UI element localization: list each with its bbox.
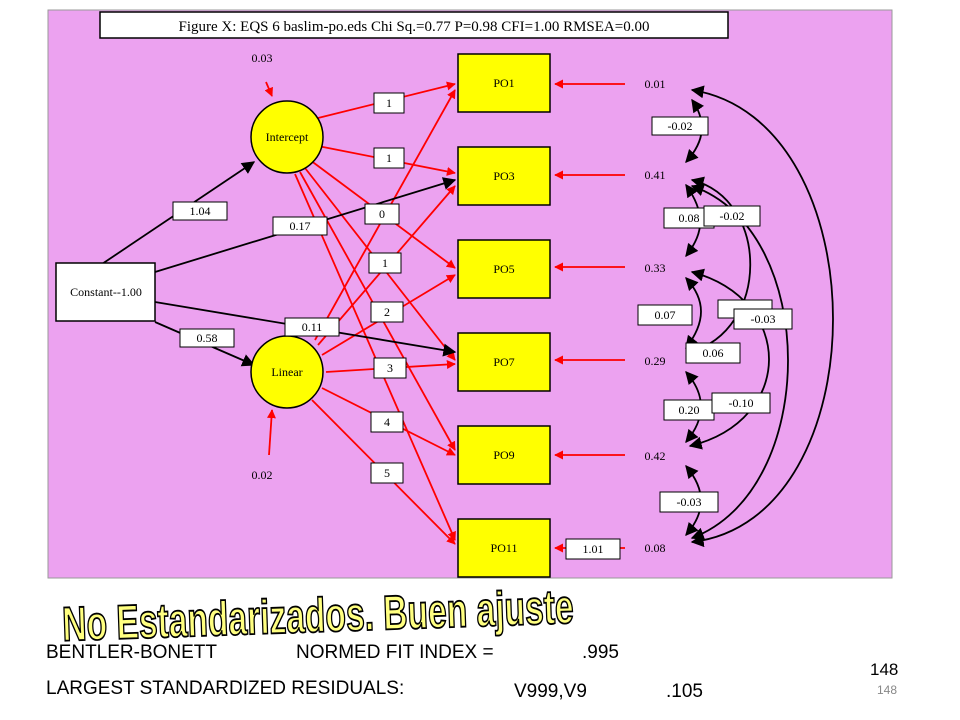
label-box bbox=[364, 203, 400, 225]
cov-label-1: -0.02 bbox=[668, 119, 693, 133]
path-label-constant-po7: 0.11 bbox=[302, 320, 323, 334]
label-box bbox=[659, 491, 719, 513]
figure-title: Figure X: EQS 6 baslim-po.eds Chi Sq.=0.… bbox=[179, 19, 650, 35]
observed-label: PO9 bbox=[493, 448, 514, 462]
cov-label-3: -0.02 bbox=[720, 209, 745, 223]
observed-label: PO1 bbox=[493, 76, 514, 90]
label-box bbox=[711, 392, 771, 414]
label-box bbox=[373, 147, 405, 169]
error-variance-po5: 0.33 bbox=[645, 261, 666, 275]
cov-arc-7 bbox=[688, 268, 770, 450]
loading-label-linear-po1: 0 bbox=[379, 207, 385, 221]
cov-label-6: 0.06 bbox=[703, 346, 724, 360]
loading-label-intercept-po3: 1 bbox=[386, 151, 392, 165]
loading-label-linear-po5: 2 bbox=[384, 305, 390, 319]
label-box bbox=[370, 301, 404, 323]
loading-label-linear-po3: 1 bbox=[382, 256, 388, 270]
error-variance-po7: 0.29 bbox=[645, 354, 666, 368]
path-intercept-variance bbox=[264, 81, 273, 97]
label-box bbox=[368, 252, 402, 274]
residuals-label: LARGEST STANDARDIZED RESIDUALS: bbox=[46, 678, 405, 699]
observed-po3: PO3 bbox=[457, 146, 551, 206]
observed-label: PO3 bbox=[493, 169, 514, 183]
error-variance-po3: 0.41 bbox=[645, 168, 666, 182]
cov-label-5: -0.03 bbox=[751, 312, 776, 326]
label-box bbox=[370, 411, 404, 433]
path-label-constant-intercept: 1.04 bbox=[190, 204, 211, 218]
observed-label: PO11 bbox=[491, 541, 518, 555]
error-variance-po11: 0.08 bbox=[645, 541, 666, 555]
bentler-label: BENTLER-BONETT bbox=[46, 642, 218, 663]
cov-label-8: -0.10 bbox=[729, 396, 754, 410]
constant-node bbox=[55, 262, 156, 322]
residual-value: .105 bbox=[666, 681, 703, 702]
error-variance-po9: 0.42 bbox=[645, 449, 666, 463]
label-box bbox=[637, 304, 693, 326]
observed-label: PO5 bbox=[493, 262, 514, 276]
label-box bbox=[565, 538, 621, 560]
label-box bbox=[703, 205, 761, 227]
latent-linear-label: Linear bbox=[271, 365, 302, 379]
loading-label-intercept-po1: 1 bbox=[386, 96, 392, 110]
heading-banner: No Estandarizados. Buen ajuste bbox=[61, 578, 576, 648]
label-box bbox=[272, 216, 328, 236]
cov-label-4: 0.07 bbox=[655, 308, 676, 322]
linear-variance-label: 0.02 bbox=[252, 468, 273, 482]
slide-number-small: 148 bbox=[877, 683, 898, 697]
heading-text: No Estandarizados. Buen ajuste bbox=[61, 579, 574, 648]
cov-arc-9 bbox=[690, 85, 834, 548]
cov-arc-6 bbox=[688, 176, 752, 356]
residual-vars: V999,V9 bbox=[514, 681, 587, 702]
observed-po9: PO9 bbox=[457, 425, 551, 485]
loading-label-linear-po7: 3 bbox=[387, 361, 393, 375]
intercept-variance-label: 0.03 bbox=[252, 51, 273, 65]
observed-po1: PO1 bbox=[457, 53, 551, 113]
loading-label-linear-po9: 4 bbox=[384, 415, 390, 429]
path-label-po11: 1.01 bbox=[583, 542, 604, 556]
constant-label: Constant--1.00 bbox=[70, 285, 142, 299]
label-box bbox=[172, 201, 228, 221]
latent-intercept-label: Intercept bbox=[266, 130, 309, 144]
path-label-constant-linear: 0.58 bbox=[197, 331, 218, 345]
label-box bbox=[284, 317, 340, 337]
label-box bbox=[373, 92, 405, 114]
label-box bbox=[685, 342, 741, 364]
error-variance-po1: 0.01 bbox=[645, 77, 666, 91]
observed-po7: PO7 bbox=[457, 332, 551, 392]
observed-po11: PO11 bbox=[457, 518, 551, 578]
observed-label: PO7 bbox=[493, 355, 514, 369]
cov-label-7: 0.20 bbox=[679, 403, 700, 417]
nfi-label: NORMED FIT INDEX = bbox=[296, 642, 494, 663]
nfi-value: .995 bbox=[582, 642, 619, 663]
cov-label-9: -0.03 bbox=[677, 495, 702, 509]
latent-intercept-node bbox=[250, 100, 324, 174]
figure-title-box bbox=[99, 11, 729, 39]
label-box bbox=[651, 116, 709, 136]
label-box bbox=[733, 308, 793, 330]
path-linear-variance bbox=[266, 409, 276, 456]
label-box bbox=[370, 462, 404, 484]
loading-label-linear-po11: 5 bbox=[384, 466, 390, 480]
observed-po5: PO5 bbox=[457, 239, 551, 299]
label-box bbox=[179, 328, 235, 348]
path-label-constant-po3: 0.17 bbox=[290, 219, 311, 233]
cov-label-2: 0.08 bbox=[679, 211, 700, 225]
slide-number: 148 bbox=[870, 660, 899, 679]
label-box bbox=[373, 357, 407, 379]
